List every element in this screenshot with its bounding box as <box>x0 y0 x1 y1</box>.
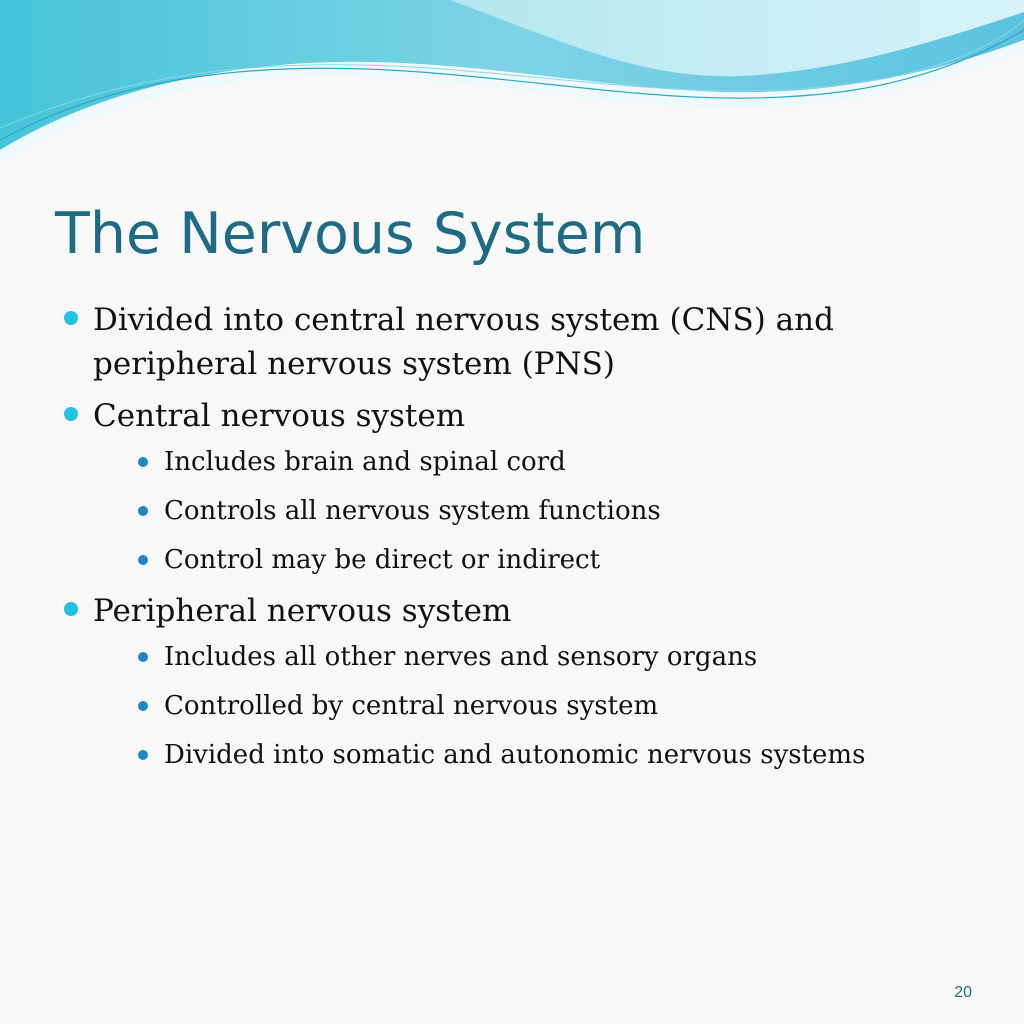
sub-bullet-text: Divided into somatic and autonomic nervo… <box>164 740 866 770</box>
sub-bullet-dot-icon <box>138 701 148 711</box>
sub-bullet-item: Controlled by central nervous system <box>134 686 962 726</box>
sub-bullet-item: Includes all other nerves and sensory or… <box>134 637 962 677</box>
sub-bullet-text: Includes brain and spinal cord <box>164 447 566 477</box>
sub-bullet-item: Includes brain and spinal cord <box>134 442 962 482</box>
sub-bullet-dot-icon <box>138 506 148 516</box>
sub-bullet-text: Controls all nervous system functions <box>164 496 661 526</box>
sub-bullet-item: Divided into somatic and autonomic nervo… <box>134 735 962 775</box>
sub-bullet-item: Controls all nervous system functions <box>134 491 962 531</box>
sub-bullet-text: Includes all other nerves and sensory or… <box>164 642 758 672</box>
sub-bullet-text: Control may be direct or indirect <box>164 545 601 575</box>
bullet-text: Central nervous system <box>93 398 466 434</box>
sub-bullet-dot-icon <box>138 457 148 467</box>
sub-bullet-list: Includes brain and spinal cord Controls … <box>93 442 962 580</box>
bullet-text: Peripheral nervous system <box>93 593 512 629</box>
sub-bullet-dot-icon <box>138 555 148 565</box>
bullet-dot-icon <box>64 311 78 325</box>
bullet-list: Divided into central nervous system (CNS… <box>62 298 962 784</box>
sub-bullet-dot-icon <box>138 750 148 760</box>
sub-bullet-item: Control may be direct or indirect <box>134 540 962 580</box>
bullet-dot-icon <box>64 602 78 616</box>
bullet-dot-icon <box>64 407 78 421</box>
sub-bullet-list: Includes all other nerves and sensory or… <box>93 637 962 775</box>
bullet-text: Divided into central nervous system (CNS… <box>93 302 834 382</box>
wave-banner-decoration <box>0 0 1024 162</box>
sub-bullet-dot-icon <box>138 652 148 662</box>
bullet-item: Divided into central nervous system (CNS… <box>62 298 962 386</box>
page-number: 20 <box>954 984 972 1001</box>
bullet-item: Peripheral nervous system Includes all o… <box>62 589 962 775</box>
sub-bullet-text: Controlled by central nervous system <box>164 691 659 721</box>
bullet-item: Central nervous system Includes brain an… <box>62 394 962 580</box>
slide-title: The Nervous System <box>55 201 646 267</box>
